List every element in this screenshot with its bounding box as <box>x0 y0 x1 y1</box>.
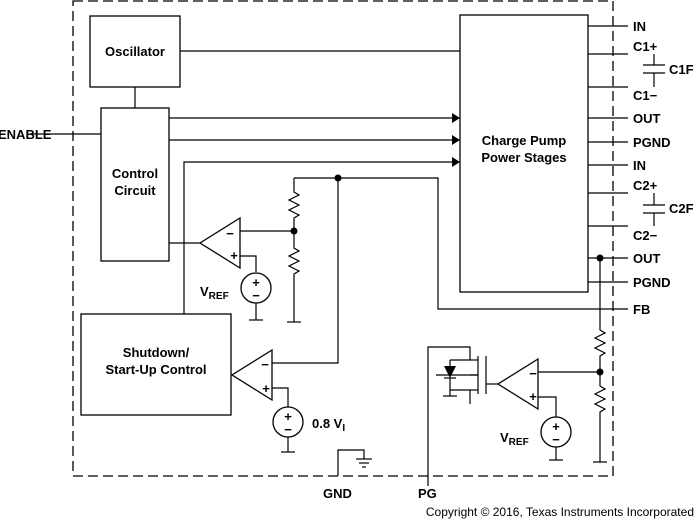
pin-out-1: OUT <box>633 111 661 126</box>
pin-c1-minus: C1− <box>633 88 658 103</box>
copyright-text: Copyright © 2016, Texas Instruments Inco… <box>426 505 694 519</box>
svg-text:+: + <box>252 275 260 290</box>
shutdown-label-line1: Shutdown/ <box>123 345 190 360</box>
feedback-divider-2 <box>593 254 607 463</box>
c2f-capacitor <box>643 193 665 226</box>
svg-text:−: − <box>284 422 292 437</box>
svg-text:−: − <box>552 432 560 447</box>
pin-in-1: IN <box>633 19 646 34</box>
comparator-3: − + <box>496 357 600 417</box>
control-label-line2: Circuit <box>114 183 156 198</box>
vref-source-1: + − VREF <box>200 272 272 321</box>
pin-c2-plus: C2+ <box>633 178 658 193</box>
pin-pgnd-2: PGND <box>633 275 671 290</box>
svg-text:−: − <box>226 226 234 241</box>
pin-c2-minus: C2− <box>633 228 658 243</box>
pin-c1-plus: C1+ <box>633 39 658 54</box>
vref-source-2: + − VREF <box>500 416 572 461</box>
charge-pump-label-line1: Charge Pump <box>482 133 567 148</box>
control-circuit-block: Control Circuit <box>100 107 170 262</box>
pin-c2f: C2F <box>669 201 694 216</box>
device-boundary <box>72 0 614 477</box>
svg-text:−: − <box>529 366 537 381</box>
gnd-connection <box>337 449 372 476</box>
pin-in-2: IN <box>633 158 646 173</box>
vi-label: 0.8 VI <box>312 416 345 434</box>
pin-enable: ENABLE <box>0 127 52 142</box>
svg-text:+: + <box>552 419 560 434</box>
vi-source: + − 0.8 VI <box>272 406 345 453</box>
control-label-line1: Control <box>112 166 158 181</box>
signal-wires <box>30 50 460 314</box>
svg-text:−: − <box>252 288 260 303</box>
vref-label-2: VREF <box>500 430 529 448</box>
pin-out-2: OUT <box>633 251 661 266</box>
pin-c1f: C1F <box>669 62 694 77</box>
pin-pg: PG <box>418 486 437 501</box>
feedback-divider-1 <box>287 174 342 323</box>
pg-transistor <box>427 346 498 486</box>
charge-pump-label-line2: Power Stages <box>481 150 566 165</box>
vref-label-1: VREF <box>200 284 229 302</box>
charge-pump-block: Charge Pump Power Stages <box>459 14 589 293</box>
comparator-1: − + <box>169 216 294 272</box>
svg-text:+: + <box>262 381 270 396</box>
svg-text:+: + <box>529 389 537 404</box>
oscillator-block: Oscillator <box>89 15 181 88</box>
pin-labels: IN C1+ C1F C1− OUT PGND IN C2+ C2F C2− O… <box>0 19 694 501</box>
pin-wires <box>338 25 628 310</box>
c1f-capacitor <box>643 54 665 87</box>
svg-text:+: + <box>230 248 238 263</box>
oscillator-label: Oscillator <box>105 44 165 59</box>
pin-gnd: GND <box>323 486 352 501</box>
comparator-2: − + <box>230 178 339 407</box>
pin-pgnd-1: PGND <box>633 135 671 150</box>
shutdown-label-line2: Start-Up Control <box>105 362 206 377</box>
svg-text:−: − <box>261 357 269 372</box>
pin-fb: FB <box>633 302 650 317</box>
shutdown-block: Shutdown/ Start-Up Control <box>80 313 232 416</box>
svg-text:+: + <box>284 409 292 424</box>
